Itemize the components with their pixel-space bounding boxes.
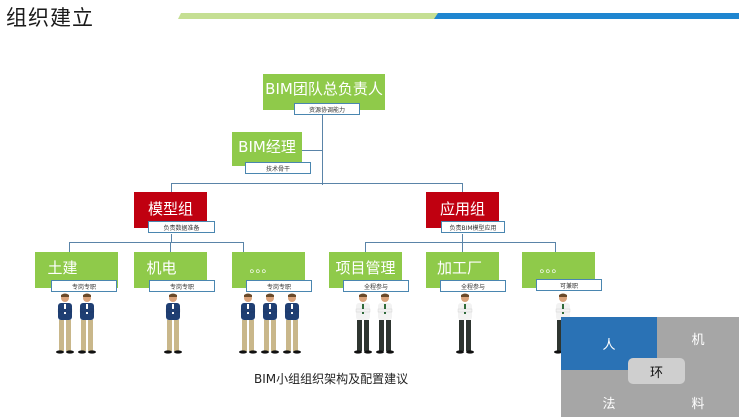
people-civil [55,293,97,355]
page-title: 组织建立 [6,6,94,30]
connector [171,234,172,242]
node-model-group: 模型组 [134,192,207,228]
person-icon [455,293,475,355]
node-sub-label: 全程参与 [343,280,409,292]
node-label: 项目管理 [335,258,396,277]
factor-material: 料 [691,396,705,412]
node-sub-label: 全程参与 [440,280,506,292]
person-icon [375,293,395,355]
people-more-model [238,293,302,355]
connector [555,242,556,252]
factor-environment: 环 [628,358,685,384]
node-sub-label: 负责BIM模型应用 [441,221,505,233]
factor-law: 法 [602,396,616,412]
node-label: 应用组 [439,199,485,218]
connector [365,242,556,243]
person-icon [77,293,97,355]
connector [170,242,171,252]
node-label: BIM经理 [238,137,296,156]
connector [462,234,463,242]
node-sub-label: 可兼职 [536,279,602,291]
connector [171,183,463,184]
person-icon [163,293,183,355]
person-icon [353,293,373,355]
connector [243,242,244,252]
people-factory [455,293,475,355]
node-sub-label: 资源协调能力 [294,103,360,115]
factor-machine: 机 [691,333,705,348]
node-label: BIM团队总负责人 [265,79,383,98]
node-label: 加工厂 [436,258,482,277]
header-accent-blue [434,13,739,19]
node-bim-manager: BIM经理 [232,132,302,166]
node-label: 土建 [47,258,78,277]
connector [171,183,172,193]
node-sub-label: 专岗专职 [246,280,312,292]
person-icon [238,293,258,355]
person-icon [55,293,75,355]
node-label: 机电 [146,258,177,277]
connector [365,242,366,252]
node-label: 模型组 [147,199,193,218]
connector [302,150,322,151]
node-sub-label: 专岗专职 [51,280,117,292]
node-label: 。。。 [249,260,274,275]
node-sub-label: 负责数据准备 [148,221,215,233]
connector [69,242,244,243]
people-mep [163,293,183,355]
chart-caption: BIM小组组织架构及配置建议 [254,372,409,386]
connector [69,242,70,252]
connector [322,115,323,185]
people-project-management [353,293,395,355]
factors-panel: 人 机 法 料 环 [561,317,739,417]
header-accent-green [178,13,438,19]
node-label: 。。。 [539,260,564,275]
node-sub-label: 专岗专职 [149,280,215,292]
node-factory: 加工厂 [426,252,499,288]
person-icon [260,293,280,355]
node-sub-label: 技术骨干 [245,162,311,174]
person-icon [282,293,302,355]
connector [462,242,463,252]
connector [462,183,463,193]
